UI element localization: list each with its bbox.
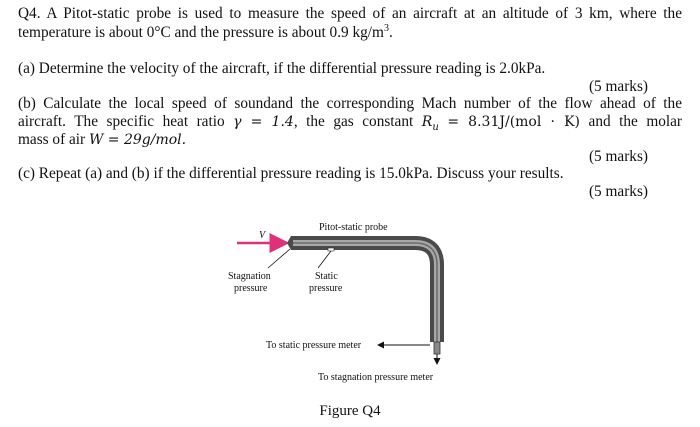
part-b-marks: (5 marks): [588, 148, 648, 165]
stagnation-leader: [267, 248, 291, 269]
part-b-line-2: aircraft. The specific heat ratio γ = 1.…: [18, 113, 683, 133]
part-c-marks: (5 marks): [588, 183, 648, 200]
part-a-marks: (5 marks): [588, 78, 648, 95]
static-leader: [317, 250, 332, 269]
part-c-text: (c) Repeat (a) and (b) if the differenti…: [18, 165, 564, 182]
probe-nose: [287, 236, 291, 250]
molar-mass-equation: W = 29g/mol.: [88, 132, 187, 148]
gas-constant-symbol: Ru: [421, 114, 439, 133]
stagnation-meter-label: To stagnation pressure meter: [318, 372, 434, 383]
static-label-1: Static: [315, 271, 338, 282]
static-label-2: pressure: [309, 283, 343, 294]
superscript-3: 3: [383, 22, 389, 34]
stagnation-tube-exit: [433, 341, 441, 355]
part-a-text: (a) Determine the velocity of the aircra…: [18, 60, 546, 77]
part-b-line-1: (b) Calculate the local speed of soundan…: [18, 95, 682, 112]
stagnation-label-1: Stagnation: [228, 271, 271, 282]
question-line-1: Q4. A Pitot-static probe is used to meas…: [18, 5, 682, 22]
question-line-2: temperature is about 0°C and the pressur…: [18, 22, 393, 41]
stagnation-label-2: pressure: [234, 283, 268, 294]
figure-caption: Figure Q4: [319, 403, 381, 419]
velocity-label: V: [259, 230, 267, 241]
static-port: [327, 247, 335, 252]
gamma-equation: γ = 1.4: [233, 114, 294, 130]
pitot-static-probe-figure: V Pitot-static probe Stagnation pressure…: [228, 222, 444, 383]
probe-core-line: [293, 242, 438, 342]
probe-label: Pitot-static probe: [319, 222, 388, 233]
part-b-line-3: mass of air W = 29g/mol.: [18, 131, 187, 148]
static-meter-label: To static pressure meter: [266, 340, 362, 351]
gas-constant-value: = 8.31J/(mol · K): [447, 114, 580, 130]
